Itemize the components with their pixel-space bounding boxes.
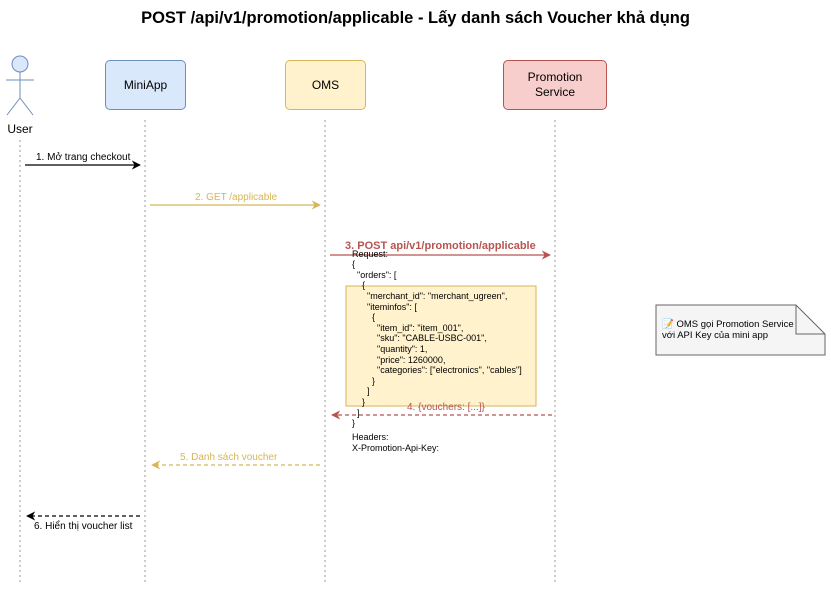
request-body-box xyxy=(345,285,537,407)
message-4-label: 4. {vouchers: [...]} xyxy=(407,402,485,413)
participant-miniapp: MiniApp xyxy=(105,60,186,110)
note-line-2: với API Key của mini app xyxy=(662,330,769,341)
participant-user-label: User xyxy=(7,122,33,136)
participant-oms-label: OMS xyxy=(311,77,340,92)
participant-miniapp-label: MiniApp xyxy=(123,77,168,92)
note-line-1: 📝 OMS gọi Promotion Service xyxy=(662,319,794,330)
message-5-label: 5. Danh sách voucher xyxy=(180,452,278,463)
user-actor-icon xyxy=(6,55,34,116)
request-headers-text: Headers: X-Promotion-Api-Key: xyxy=(352,432,440,453)
diagram-title: POST /api/v1/promotion/applicable - Lấy … xyxy=(141,9,690,27)
message-3-label: 3. POST api/v1/promotion/applicable xyxy=(345,240,536,252)
message-2-label: 2. GET /applicable xyxy=(195,192,278,203)
participant-oms: OMS xyxy=(285,60,366,110)
note-text: 📝 OMS gọi Promotion Service với API Key … xyxy=(662,319,802,341)
message-6-label: 6. Hiển thị voucher list xyxy=(34,521,133,532)
message-1-label: 1. Mở trang checkout xyxy=(36,152,131,163)
request-body-text: Request:{ "orders": [ { "merchant_id": "… xyxy=(352,248,522,429)
note-shape xyxy=(655,304,826,356)
